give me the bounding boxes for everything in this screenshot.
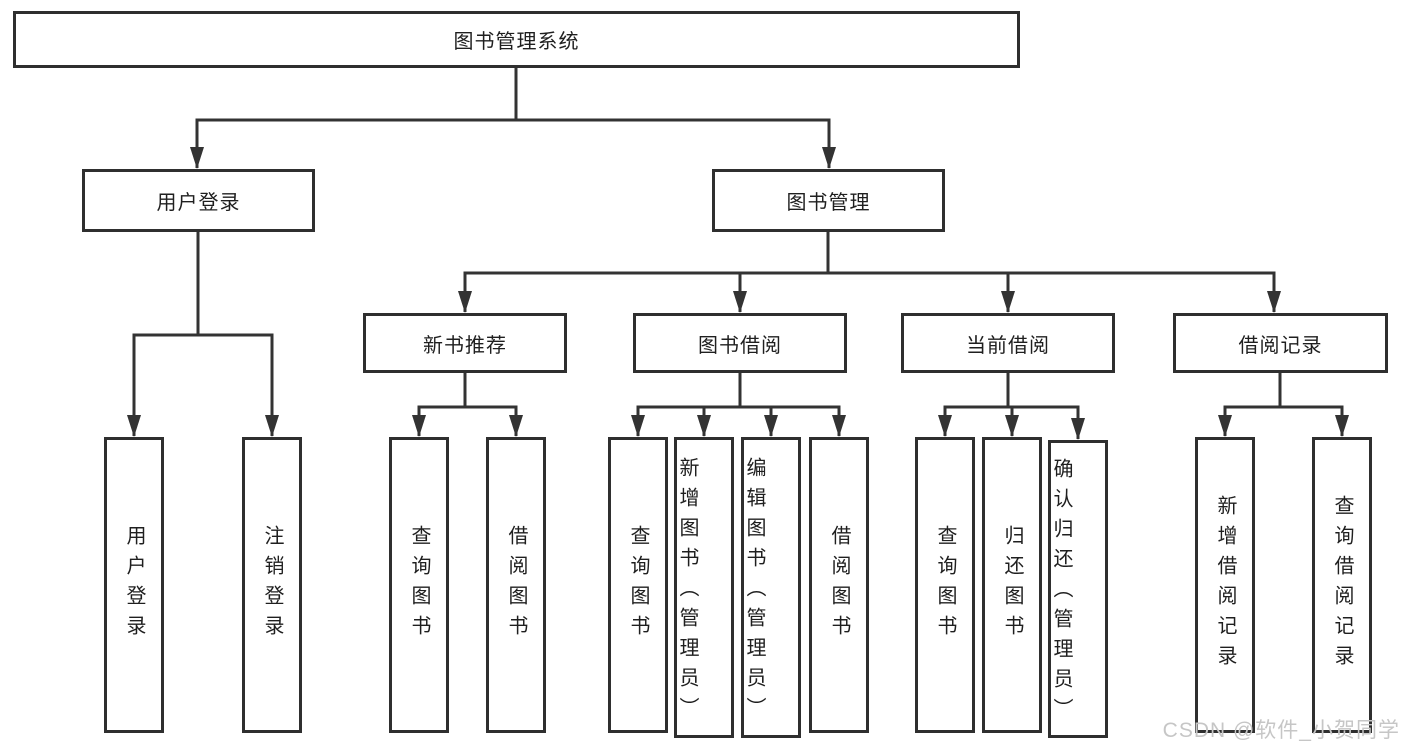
leaf-add-borrow-record: 新增借阅记录	[1195, 437, 1255, 733]
node-label: 查询图书	[627, 525, 649, 645]
leaf-recommend-borrow-books: 借阅图书	[486, 437, 546, 733]
leaf-edit-book-admin: 编辑图书（管理员）	[741, 437, 801, 738]
node-label: 当前借阅	[966, 334, 1050, 357]
node-label: 查询借阅记录	[1331, 495, 1353, 675]
node-label: 用户登录	[156, 192, 241, 214]
node-label: 图书管理	[786, 192, 871, 214]
leaf-add-book-admin: 新增图书（管理员）	[674, 437, 734, 738]
node-label: 用户登录	[123, 525, 145, 645]
node-new-book-recommendation: 新书推荐	[363, 313, 567, 373]
node-book-borrowing: 图书借阅	[633, 313, 847, 373]
node-label: 新增借阅记录	[1214, 495, 1236, 675]
node-label: 图书借阅	[698, 334, 782, 357]
leaf-logout: 注销登录	[242, 437, 302, 733]
leaf-query-borrow-record: 查询借阅记录	[1312, 437, 1372, 733]
node-label: 确认归还（管理员）	[1050, 458, 1072, 728]
leaf-confirm-return-admin: 确认归还（管理员）	[1048, 440, 1108, 738]
leaf-current-query-books: 查询图书	[915, 437, 975, 733]
leaf-user-login: 用户登录	[104, 437, 164, 733]
node-label: 借阅图书	[828, 525, 850, 645]
node-label: 注销登录	[261, 525, 283, 645]
leaf-borrowing-query-books: 查询图书	[608, 437, 668, 733]
node-label: 归还图书	[1001, 525, 1023, 645]
leaf-return-books: 归还图书	[982, 437, 1042, 733]
node-borrowing-records: 借阅记录	[1173, 313, 1388, 373]
node-label: 新增图书（管理员）	[676, 456, 698, 727]
node-book-management: 图书管理	[712, 169, 945, 232]
node-label: 查询图书	[408, 525, 430, 645]
node-current-borrowing: 当前借阅	[901, 313, 1115, 373]
node-label: 借阅图书	[505, 525, 527, 645]
leaf-borrowing-borrow-books: 借阅图书	[809, 437, 869, 733]
node-label: 新书推荐	[423, 334, 507, 357]
leaf-recommend-query-books: 查询图书	[389, 437, 449, 733]
node-label: 借阅记录	[1238, 334, 1323, 357]
node-label: 查询图书	[934, 525, 956, 645]
node-label: 编辑图书（管理员）	[743, 456, 765, 727]
csdn-watermark: CSDN @软件_小贺同学	[1162, 719, 1400, 742]
node-label: 图书管理系统	[453, 31, 580, 53]
node-library-management-system: 图书管理系统	[13, 11, 1020, 68]
node-user-login: 用户登录	[82, 169, 315, 232]
